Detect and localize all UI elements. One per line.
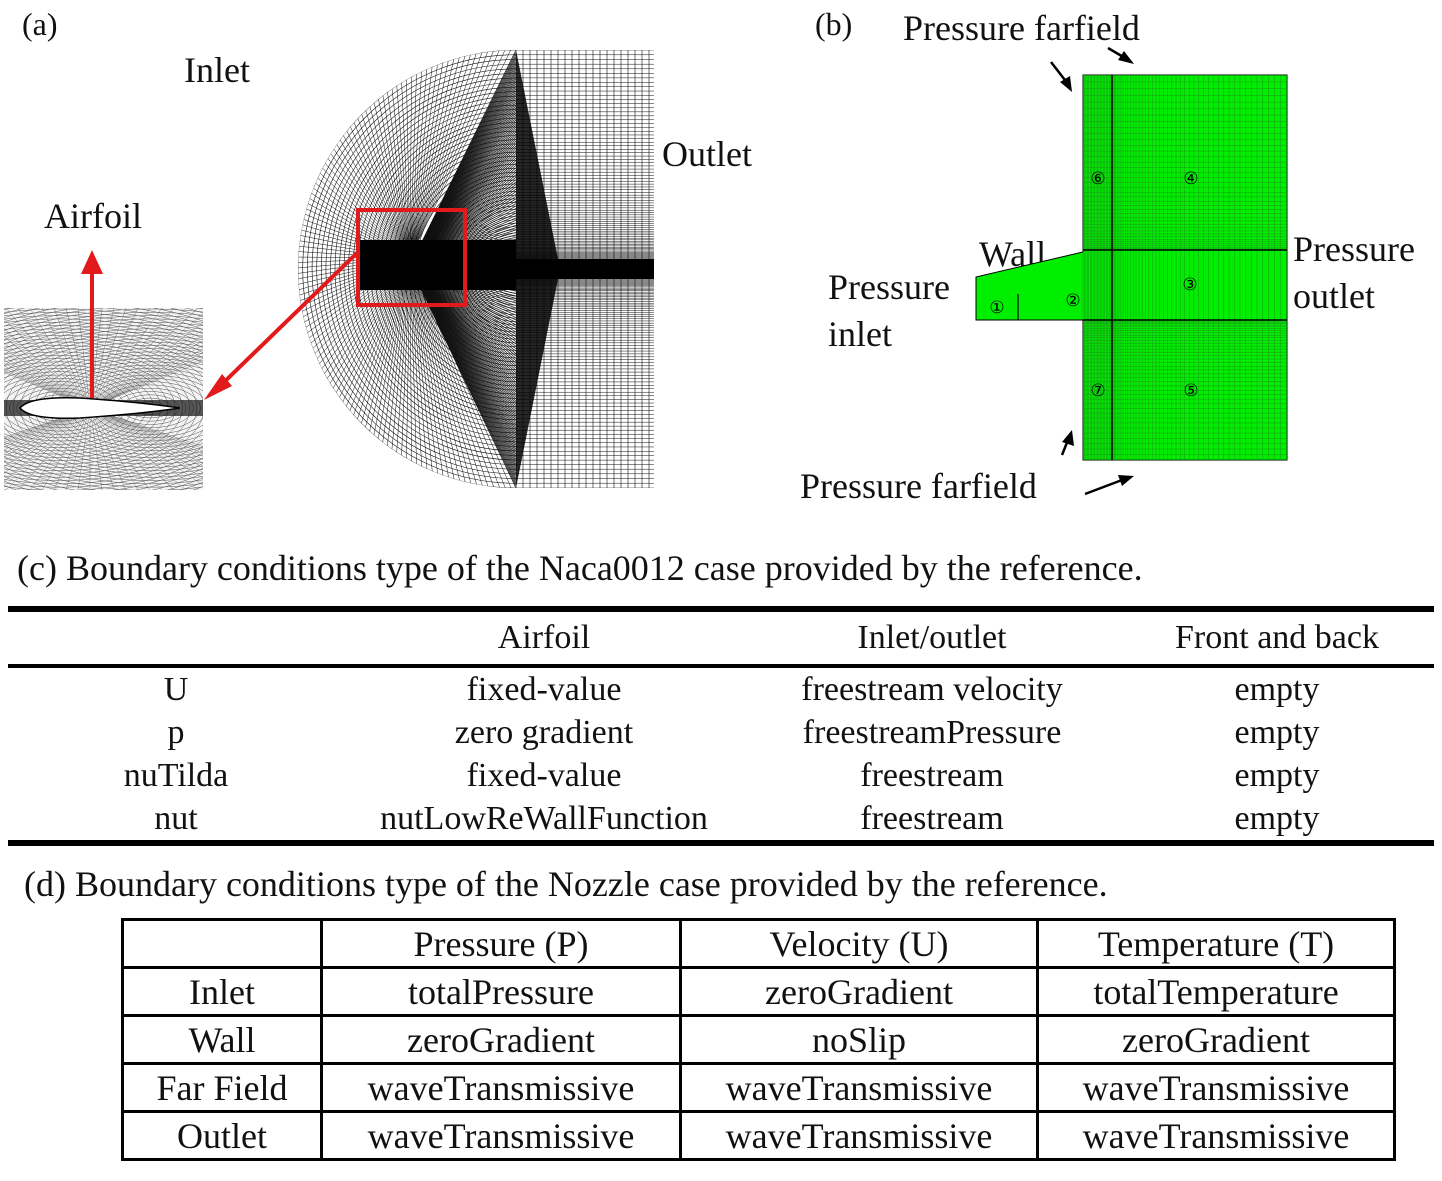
zone-1: ① [989, 298, 1004, 318]
farfield-top-label: Pressure farfield [903, 8, 1140, 48]
table-d-cell: noSlip [679, 1014, 1039, 1065]
table-d-header-2: Velocity (U) [679, 918, 1039, 969]
zoom-arrow-head [204, 374, 232, 400]
table-c-cell: empty [1234, 756, 1320, 794]
table-c: Airfoil Inlet/outlet Front and back U fi… [8, 606, 1434, 846]
table-c-header-1: Airfoil [497, 619, 591, 656]
table-row: U fixed-value freestream velocity empty [8, 666, 1434, 711]
table-c-cell: freestream velocity [801, 670, 1063, 708]
table-c-cell: zero gradient [454, 713, 634, 751]
farfield-bottom-label: Pressure farfield [800, 466, 1037, 506]
pressure-outlet-label-2: outlet [1293, 276, 1375, 316]
table-d-cell: Outlet [121, 1110, 323, 1161]
panel-b-letter: (b) [815, 6, 853, 42]
table-d-header-0 [121, 918, 323, 969]
airfoil-domain-mesh [4, 50, 654, 490]
table-d-cell: waveTransmissive [1036, 1062, 1396, 1113]
table-d-cell: waveTransmissive [320, 1110, 682, 1161]
table-d-cell: waveTransmissive [679, 1110, 1039, 1161]
airfoil-label: Airfoil [44, 196, 142, 236]
table-row: Far Field waveTransmissive waveTransmiss… [121, 1062, 1396, 1113]
table-d-cell: waveTransmissive [320, 1062, 682, 1113]
table-c-cell: fixed-value [466, 756, 622, 794]
table-c-cell: freestreamPressure [802, 713, 1062, 751]
table-row: Outlet waveTransmissive waveTransmissive… [121, 1110, 1396, 1161]
table-c-cell: freestream [860, 799, 1004, 837]
pressure-inlet-label-2: inlet [828, 314, 892, 354]
table-c-cell: nuTilda [123, 756, 229, 794]
table-d-cell: Far Field [121, 1062, 323, 1113]
table-row: nut nutLowReWallFunction freestream empt… [8, 797, 1434, 843]
table-c-header-3: Front and back [1175, 619, 1379, 656]
outlet-label: Outlet [662, 134, 752, 174]
table-c-cell: U [163, 670, 189, 708]
table-c-cell: empty [1234, 799, 1320, 837]
table-d-cell: Wall [121, 1014, 323, 1065]
table-row: p zero gradient freestreamPressure empty [8, 711, 1434, 754]
zone-2: ② [1065, 291, 1080, 311]
table-row: Wall zeroGradient noSlip zeroGradient [121, 1014, 1396, 1065]
table-c-cell: nut [154, 799, 198, 837]
table-d-cell: zeroGradient [1036, 1014, 1396, 1065]
pressure-outlet-label-1: Pressure [1293, 229, 1415, 269]
table-c-header-2: Inlet/outlet [857, 619, 1007, 656]
zone-6: ⑥ [1090, 169, 1105, 189]
zone-4: ④ [1183, 169, 1198, 189]
nozzle-domain [975, 74, 1288, 461]
table-d-caption: (d) Boundary conditions type of the Nozz… [24, 864, 1108, 904]
inlet-label: Inlet [184, 50, 250, 90]
table-c-cell: empty [1234, 713, 1320, 751]
panel-a-letter: (a) [22, 6, 58, 42]
pressure-inlet-label-1: Pressure [828, 267, 950, 307]
zoom-arrow [216, 250, 360, 390]
zoom-box [356, 208, 467, 307]
table-d-cell: totalPressure [320, 966, 682, 1017]
table-row: nuTilda fixed-value freestream empty [8, 754, 1434, 797]
table-c-cell: p [167, 713, 185, 751]
airfoil-arrow-head [81, 250, 103, 274]
table-d-cell: Inlet [121, 966, 323, 1017]
table-d-header-row: Pressure (P) Velocity (U) Temperature (T… [121, 918, 1396, 969]
zone-7: ⑦ [1090, 381, 1105, 401]
table-c-cell: nutLowReWallFunction [380, 799, 708, 837]
zone-3: ③ [1182, 275, 1197, 295]
table-c-cell: empty [1234, 670, 1320, 708]
table-c-header-0 [8, 609, 344, 666]
table-row: Inlet totalPressure zeroGradient totalTe… [121, 966, 1396, 1017]
table-d-cell: zeroGradient [320, 1014, 682, 1065]
table-d-cell: totalTemperature [1036, 966, 1396, 1017]
table-d-cell: waveTransmissive [679, 1062, 1039, 1113]
nozzle-domain-mesh: ① ② ③ ④ ⑤ ⑥ ⑦ [975, 46, 1288, 496]
table-c-cell: freestream [860, 756, 1004, 794]
table-d-header-3: Temperature (T) [1036, 918, 1396, 969]
zone-5: ⑤ [1183, 381, 1198, 401]
table-c-cell: fixed-value [466, 670, 622, 708]
table-d-cell: waveTransmissive [1036, 1110, 1396, 1161]
table-d-header-1: Pressure (P) [320, 918, 682, 969]
table-d-cell: zeroGradient [679, 966, 1039, 1017]
table-d: Pressure (P) Velocity (U) Temperature (T… [121, 918, 1396, 1161]
table-c-header-row: Airfoil Inlet/outlet Front and back [8, 609, 1434, 666]
table-c-caption: (c) Boundary conditions type of the Naca… [17, 548, 1143, 588]
